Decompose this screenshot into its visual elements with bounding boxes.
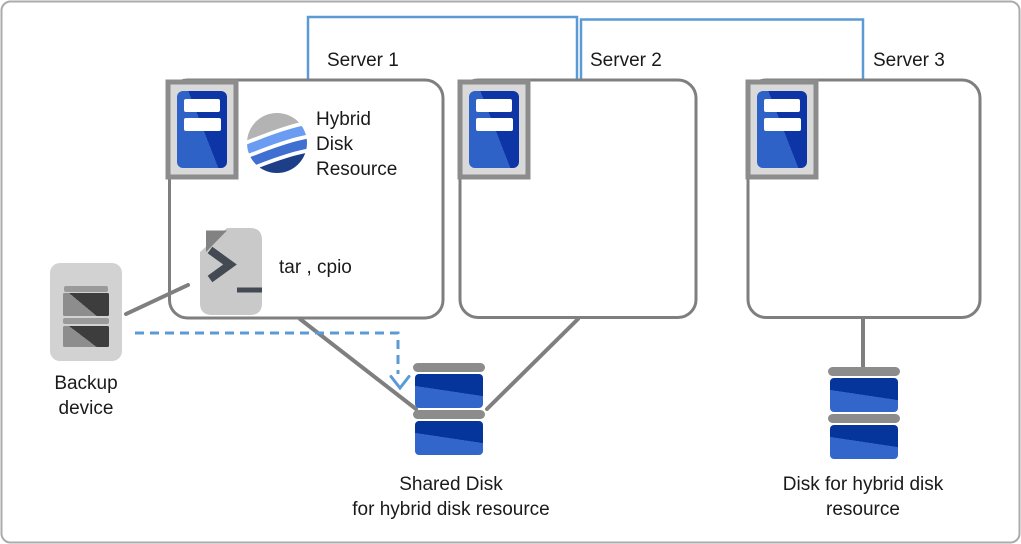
- backup-device-drive-1: [63, 293, 109, 316]
- hybrid-icon-band-light: [247, 124, 307, 156]
- file-folded-corner: [206, 230, 227, 252]
- interconnect-links: [306, 15, 865, 80]
- shared-disk-label-line1: Shared Disk: [399, 474, 503, 495]
- backup-tools-label: tar , cpio: [279, 257, 352, 278]
- server-3-icon: [748, 82, 816, 177]
- server-2-icon: [460, 82, 528, 177]
- server-1-label: Server 1: [327, 50, 399, 71]
- server-boxes: [168, 78, 982, 320]
- hybrid-disk-label-line2: resource: [826, 499, 900, 520]
- backup-path-arrow: [135, 331, 411, 391]
- file-prompt-glyph: [207, 246, 237, 283]
- server-2-label: Server 2: [590, 50, 662, 71]
- server-3-label: Server 3: [873, 50, 945, 71]
- hybrid-disk-label-line1: Disk for hybrid disk: [783, 474, 944, 495]
- hybrid-resource-label-line3: Resource: [316, 159, 397, 180]
- connector-server2-shared-disk: [485, 317, 580, 411]
- hybrid-resource-label-line2: Disk: [316, 134, 353, 155]
- backup-device-vent-2: [63, 318, 109, 324]
- connector-backup-server1: [124, 283, 190, 316]
- backup-device-vent-1: [64, 286, 108, 292]
- backup-device-label-line2: device: [59, 398, 114, 419]
- server-1-icon: [168, 82, 236, 177]
- hybrid-resource-label-line1: Hybrid: [316, 109, 371, 130]
- backup-path-dashed-line: [135, 331, 400, 374]
- interconnect-line-server2-server3: [579, 18, 865, 80]
- hybrid-icon-band-mid: [247, 138, 307, 170]
- shell-script-file-icon: [200, 228, 262, 315]
- backup-device-label-line1: Backup: [54, 373, 117, 394]
- backup-device-drive-2: [63, 326, 109, 347]
- interconnect-line-server1-server2: [306, 15, 579, 80]
- backup-tape-device-icon: [50, 263, 122, 361]
- backup-path-arrowhead-icon: [389, 375, 411, 391]
- shared-disk-label-line2: for hybrid disk resource: [352, 499, 549, 520]
